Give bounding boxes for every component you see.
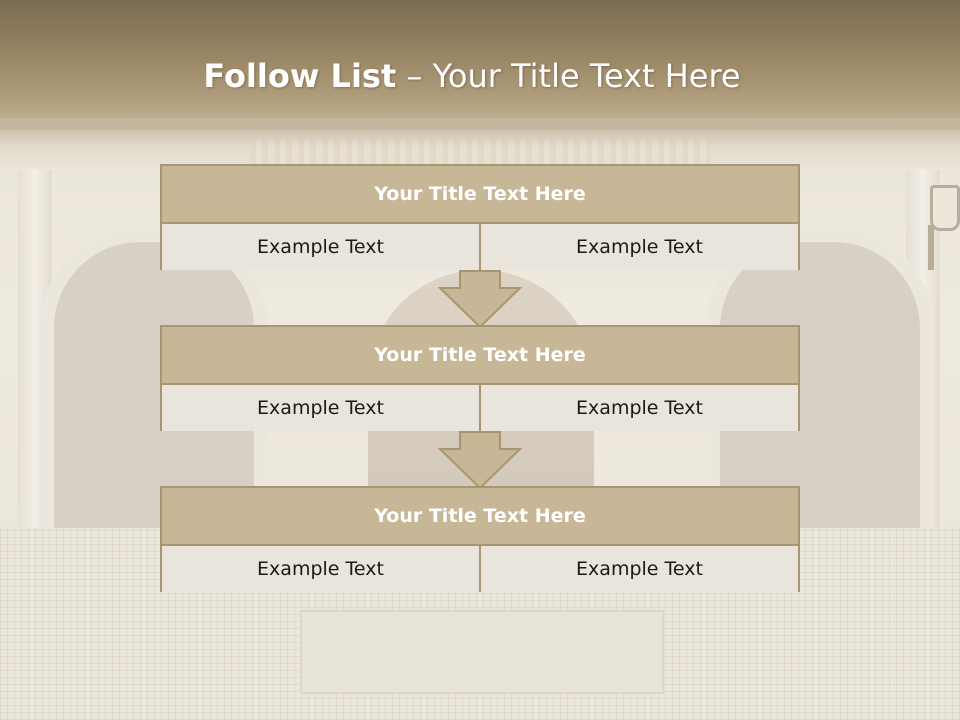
down-arrow-icon: [438, 270, 522, 328]
lantern-icon: [930, 185, 960, 231]
title-banner: [0, 0, 960, 130]
step-cell-right: Example Text: [479, 385, 798, 431]
title-banner-fade: [0, 118, 960, 148]
step-row: Example Text Example Text: [162, 224, 798, 270]
step-row: Example Text Example Text: [162, 385, 798, 431]
background-fountain: [300, 610, 664, 694]
step-title: Your Title Text Here: [162, 327, 798, 385]
step-title: Your Title Text Here: [162, 166, 798, 224]
slide-title-bold: Follow List: [203, 57, 397, 95]
follow-step-2[interactable]: Your Title Text Here Example Text Exampl…: [160, 325, 800, 431]
step-cell-left: Example Text: [162, 224, 479, 270]
step-cell-right: Example Text: [479, 224, 798, 270]
lantern-arm: [928, 225, 934, 270]
follow-step-3[interactable]: Your Title Text Here Example Text Exampl…: [160, 486, 800, 592]
slide-title[interactable]: Follow List – Your Title Text Here: [0, 55, 944, 97]
step-cell-left: Example Text: [162, 546, 479, 592]
step-title: Your Title Text Here: [162, 488, 798, 546]
down-arrow-icon: [438, 431, 522, 489]
slide-title-rest: – Your Title Text Here: [396, 57, 741, 95]
step-cell-right: Example Text: [479, 546, 798, 592]
follow-step-1[interactable]: Your Title Text Here Example Text Exampl…: [160, 164, 800, 270]
step-row: Example Text Example Text: [162, 546, 798, 592]
step-cell-left: Example Text: [162, 385, 479, 431]
